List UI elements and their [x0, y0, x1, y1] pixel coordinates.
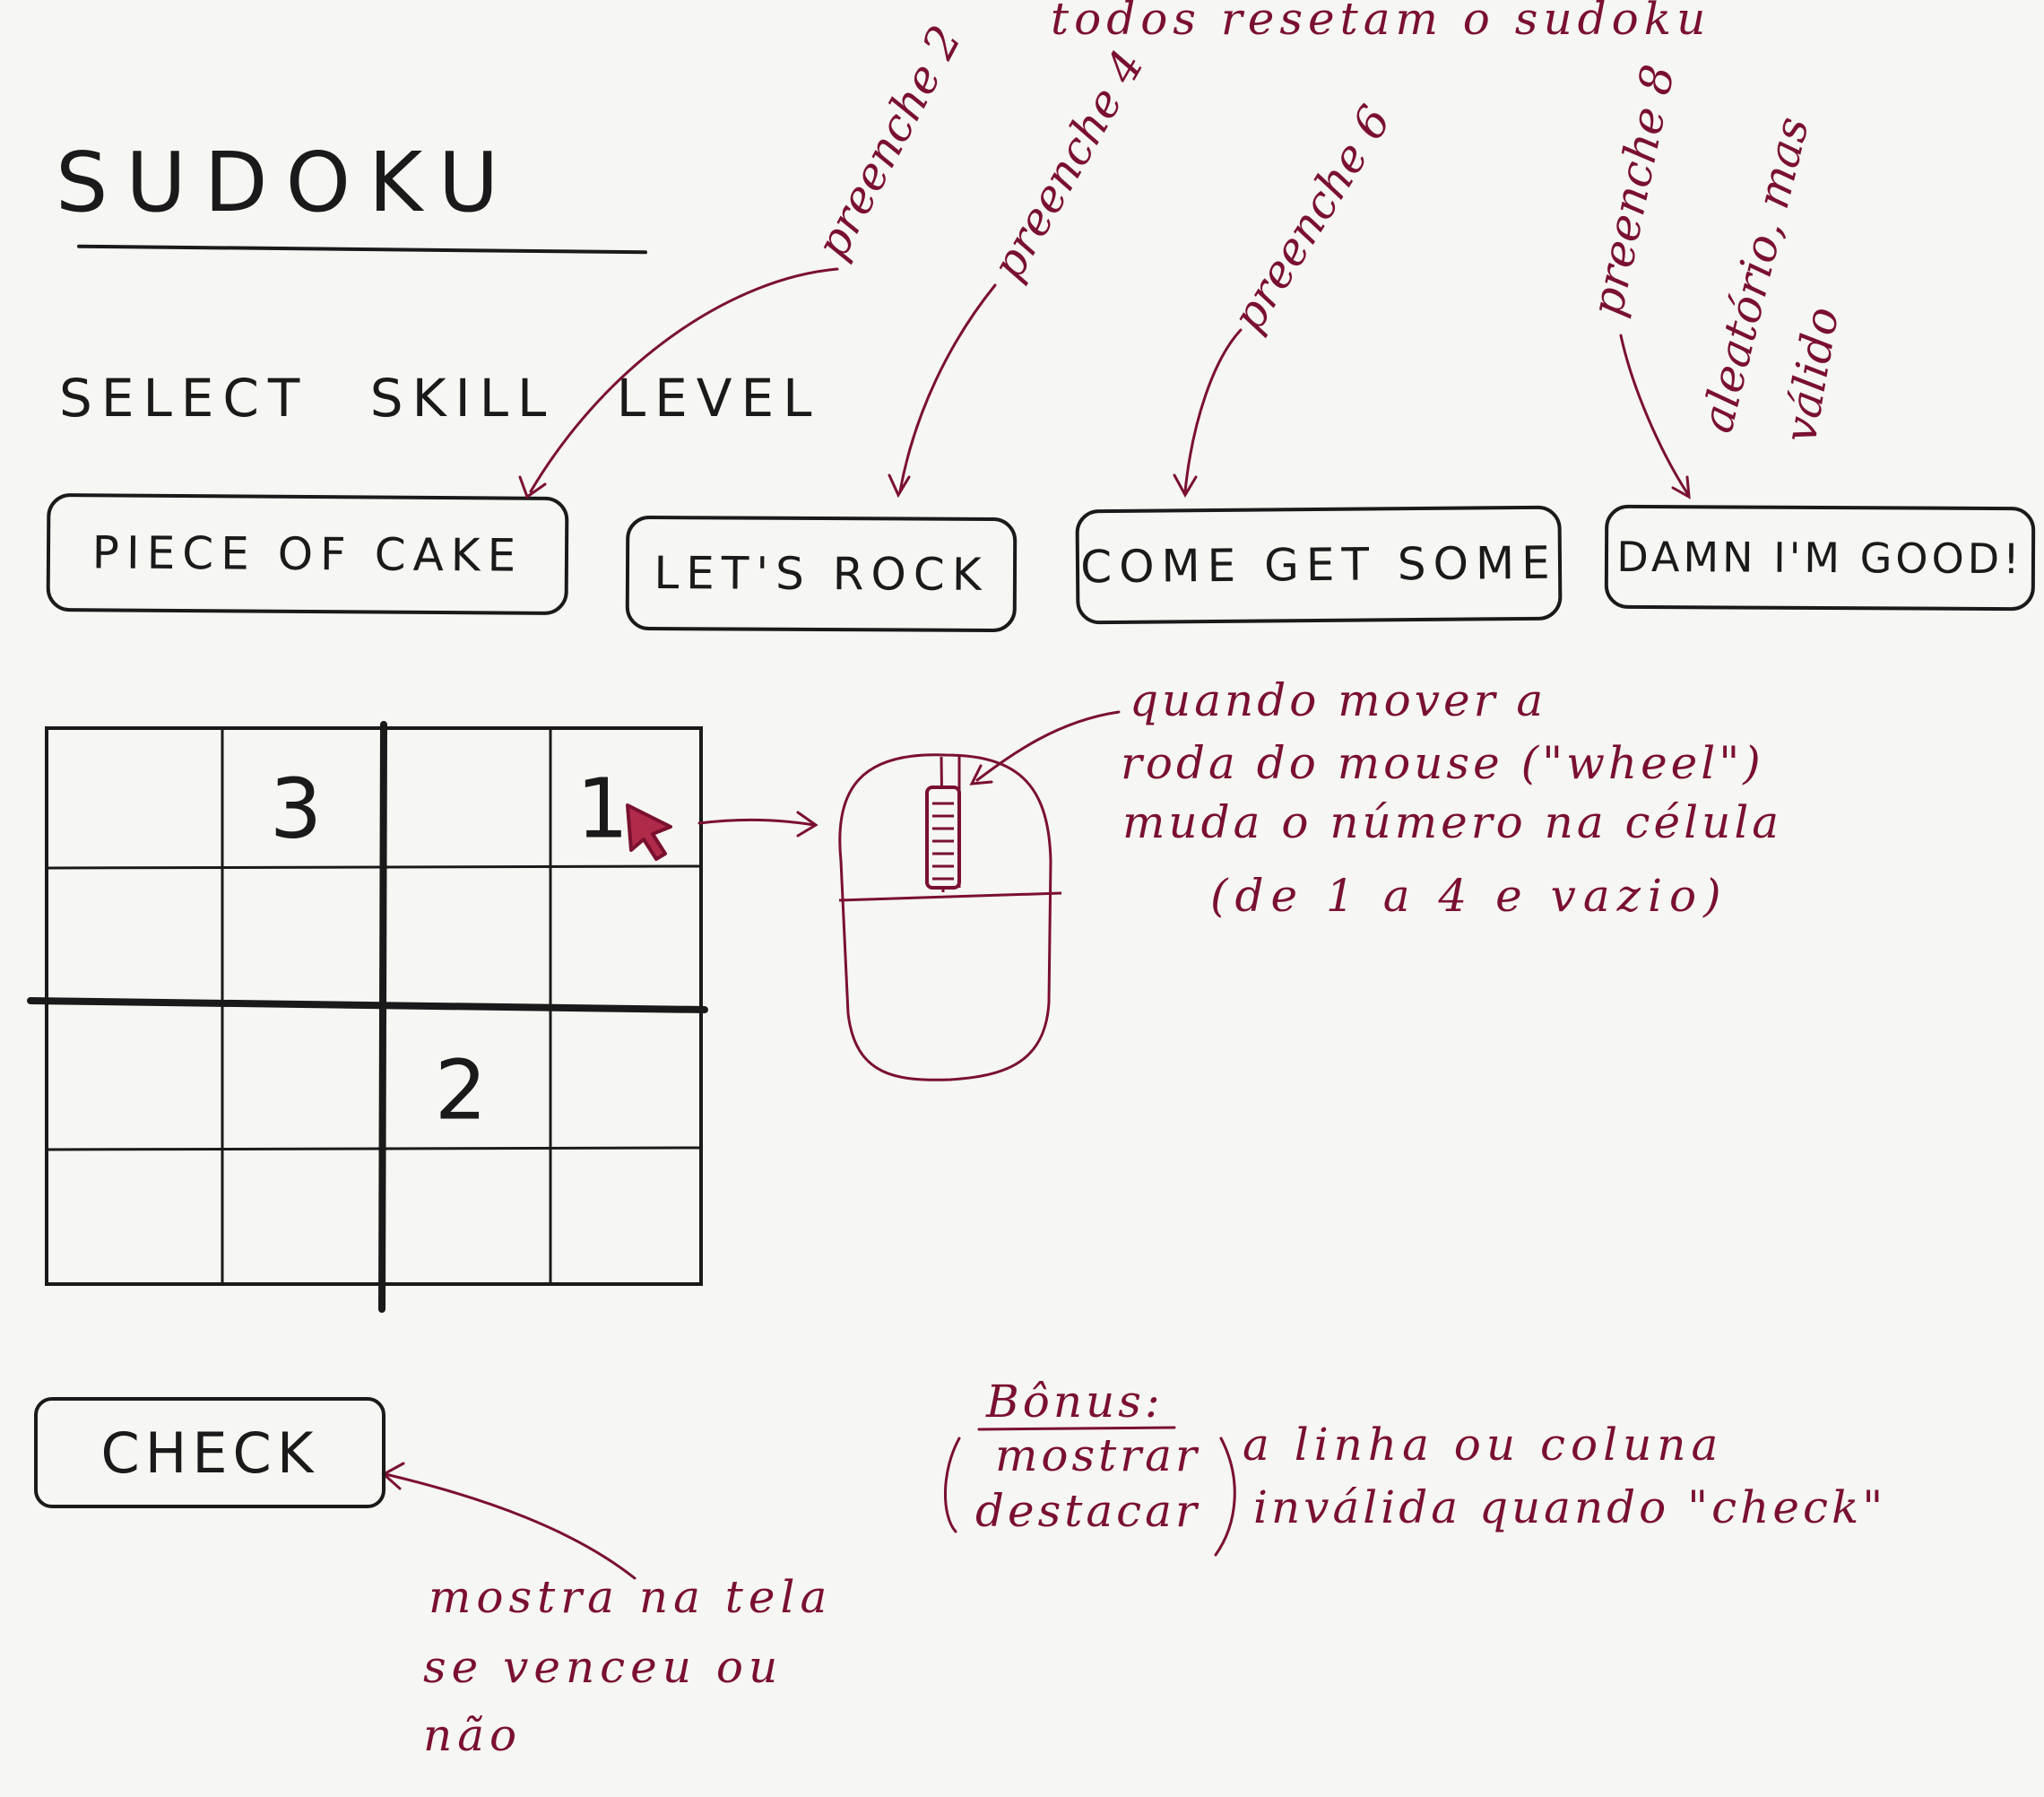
sudoku-grid	[27, 721, 708, 1313]
check-button[interactable]: CHECK	[34, 1397, 385, 1508]
note-wheel-4: (de 1 a 4 e vazio)	[1210, 870, 1728, 922]
note-check-1: mostra na tela	[429, 1571, 833, 1623]
board-cell-r1c4[interactable]: 1	[576, 760, 629, 857]
mouse-cursor-icon	[626, 803, 672, 861]
skill-level-label: SELECT SKILL LEVEL	[59, 368, 821, 429]
note-bonus-opt2: destacar	[975, 1485, 1200, 1537]
note-bonus-text2: inválida quando "check"	[1253, 1481, 1887, 1533]
note-reset: todos resetam o sudoku	[1051, 0, 1711, 45]
note-bonus-opt1: mostrar	[995, 1429, 1200, 1481]
note-wheel-3: muda o número na célula	[1122, 796, 1783, 848]
mouse-device-icon	[838, 753, 1062, 1081]
note-check-2: se venceu ou	[423, 1641, 784, 1693]
note-check-3: não	[423, 1709, 523, 1761]
note-wheel-2: roda do mouse ("wheel")	[1121, 737, 1764, 789]
page-title: SUDOKU	[56, 135, 517, 230]
note-bonus-title: Bônus:	[986, 1376, 1164, 1428]
board-cell-r3c3[interactable]: 2	[434, 1042, 488, 1139]
board-cell-r1c2[interactable]: 3	[269, 760, 323, 857]
note-bonus-text1: a linha ou coluna	[1243, 1419, 1724, 1471]
note-wheel-1: quando mover a	[1130, 674, 1547, 726]
